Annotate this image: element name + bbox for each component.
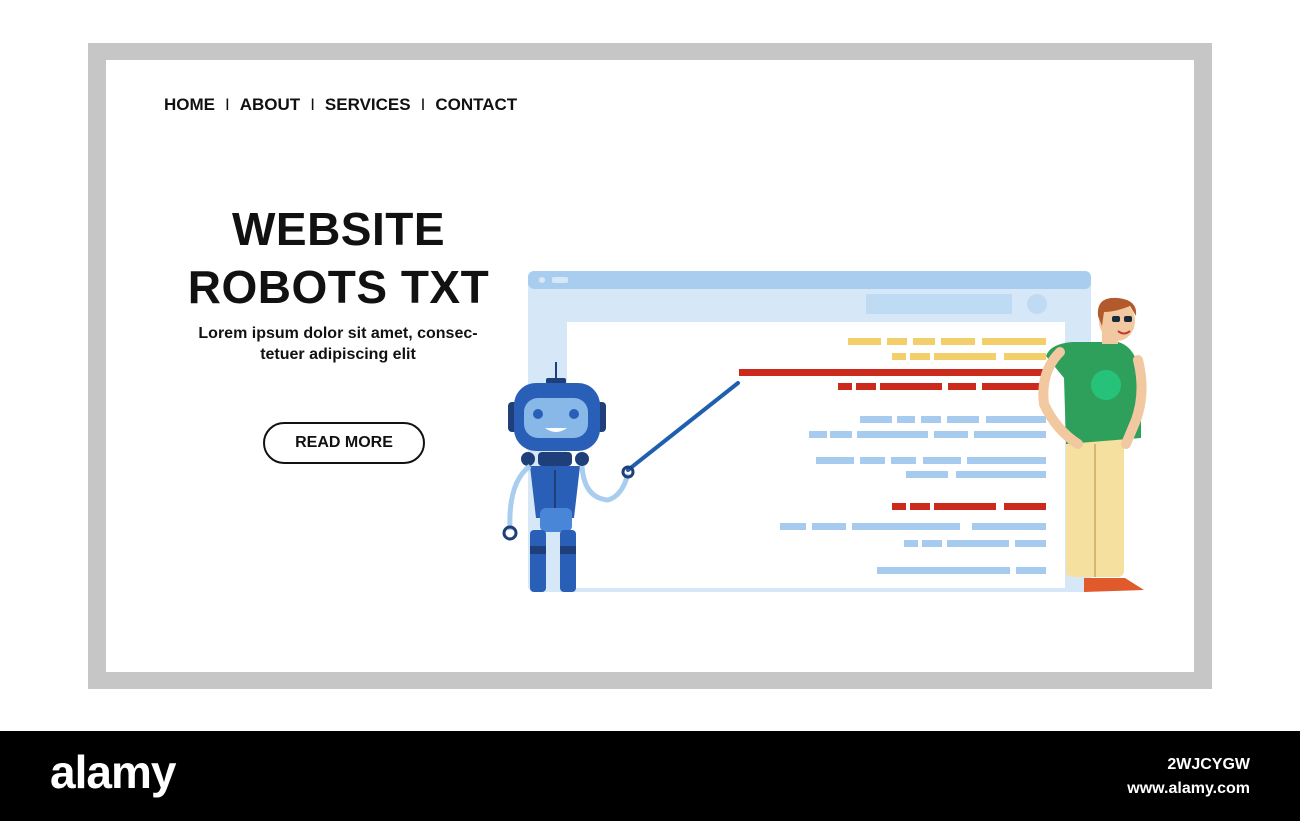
nav-about[interactable]: ABOUT [239,95,301,114]
hero-title-line-2: ROBOTS TXT [187,261,490,313]
hero-subtitle-line-2: tetuer adipiscing elit [260,346,416,363]
code-lines [739,338,1046,574]
man-figure-icon [1038,297,1147,592]
image-credit: 2WJCYGW www.alamy.com [1127,753,1250,801]
brand-logo: alamy [50,746,176,798]
pointer-stick-icon [626,381,740,472]
hero-title-line-1: WEBSITE [231,203,446,255]
hero-title: WEBSITE ROBOTS TXT [166,200,511,316]
hero-subtitle: Lorem ipsum dolor sit amet, consec- tetu… [168,323,508,365]
nav-separator: I [310,95,315,114]
nav-home[interactable]: HOME [164,95,215,114]
top-nav: HOME I ABOUT I SERVICES I CONTACT [164,95,517,115]
robot-figure-icon [502,362,635,592]
image-id: 2WJCYGW [1167,756,1250,773]
read-more-button[interactable]: READ MORE [263,422,425,464]
footer-bar: alamy 2WJCYGW www.alamy.com [0,731,1300,821]
nav-contact[interactable]: CONTACT [435,95,518,114]
nav-separator: I [225,95,230,114]
hero-subtitle-line-1: Lorem ipsum dolor sit amet, consec- [198,325,478,342]
site-url: www.alamy.com [1127,780,1250,797]
nav-services[interactable]: SERVICES [324,95,411,114]
nav-separator: I [420,95,426,114]
